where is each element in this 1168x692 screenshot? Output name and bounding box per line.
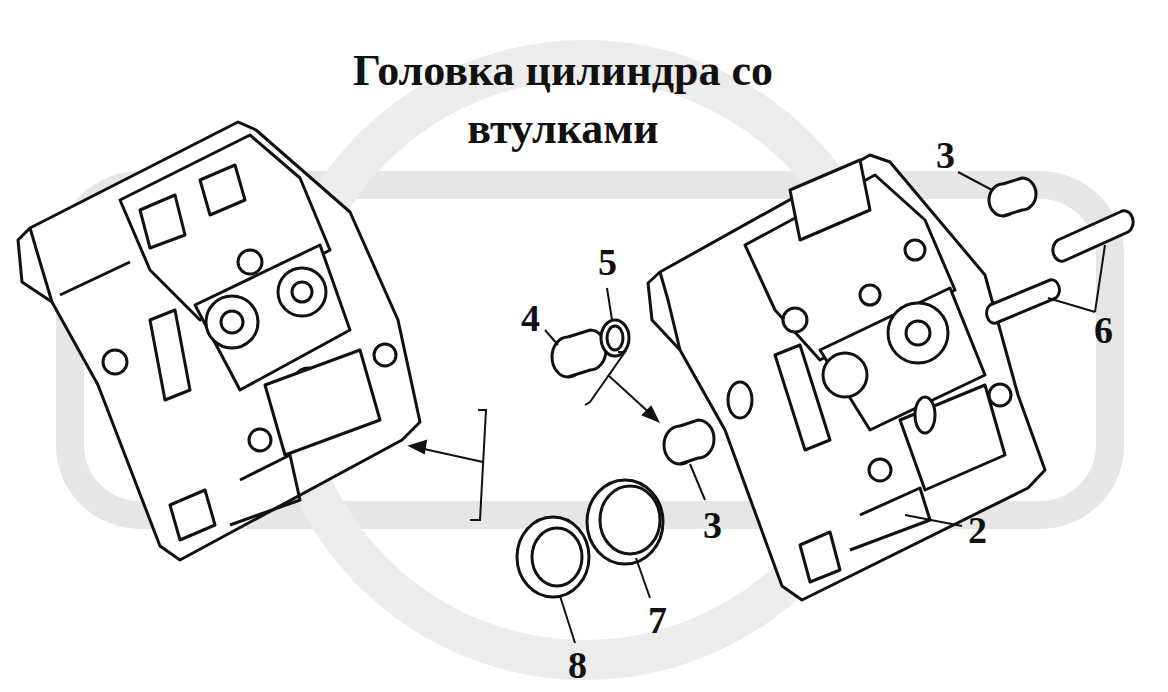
assembly-brackets bbox=[410, 352, 658, 520]
drawing-part bbox=[775, 345, 830, 450]
drawing-part bbox=[869, 459, 891, 481]
drawing-part bbox=[532, 528, 582, 586]
drawing-part bbox=[728, 382, 752, 418]
drawing-part bbox=[680, 420, 714, 464]
drawing-part bbox=[601, 320, 629, 356]
callout-number: 3 bbox=[934, 135, 957, 175]
drawing-part bbox=[221, 311, 243, 333]
drawing-part bbox=[888, 303, 948, 363]
drawing-part bbox=[103, 350, 127, 374]
drawing-part bbox=[1048, 298, 1095, 312]
drawing-part bbox=[170, 490, 215, 540]
drawing-part bbox=[905, 240, 925, 260]
drawing-part bbox=[1003, 178, 1036, 216]
drawing-part bbox=[545, 330, 558, 345]
drawing-part bbox=[585, 352, 625, 405]
drawing-part bbox=[265, 350, 380, 455]
drawing-part bbox=[292, 282, 312, 302]
drawing-part bbox=[915, 397, 935, 433]
drawing-part bbox=[206, 296, 258, 348]
drawing-part bbox=[249, 429, 271, 451]
callout-number: 8 bbox=[566, 645, 589, 685]
drawing-part bbox=[800, 532, 840, 582]
drawing-part bbox=[560, 596, 575, 643]
drawing-part bbox=[60, 262, 130, 295]
leader-lines bbox=[545, 172, 1105, 643]
drawing-part bbox=[587, 480, 663, 564]
drawing-part bbox=[987, 280, 1060, 323]
drawing-part bbox=[906, 321, 930, 345]
drawing-part bbox=[140, 195, 185, 248]
drawing-part bbox=[783, 308, 807, 332]
drawing-part bbox=[410, 441, 426, 453]
callout-number: 5 bbox=[596, 242, 619, 282]
drawing-part bbox=[823, 353, 867, 397]
diagram-title: Головка цилиндра со втулками bbox=[303, 42, 823, 158]
drawing-part bbox=[517, 517, 589, 597]
drawing-part bbox=[850, 488, 930, 550]
drawing-part bbox=[278, 268, 326, 316]
drawing-part bbox=[643, 407, 658, 421]
callout-number: 7 bbox=[646, 600, 669, 640]
callout-number: 2 bbox=[966, 510, 989, 550]
drawing-part bbox=[958, 172, 992, 190]
drawing-part bbox=[905, 515, 962, 526]
drawing-part bbox=[18, 122, 420, 560]
drawing-part bbox=[470, 410, 486, 520]
drawing-part bbox=[989, 384, 1011, 406]
drawing-part bbox=[30, 228, 52, 302]
drawing-part bbox=[150, 310, 190, 400]
callout-number: 4 bbox=[519, 298, 542, 338]
drawing-part bbox=[1053, 211, 1133, 261]
callout-number: 3 bbox=[701, 505, 724, 545]
drawing-part bbox=[860, 285, 880, 305]
drawing-part bbox=[230, 455, 300, 525]
cylinder-head-left bbox=[18, 122, 420, 560]
drawing-part bbox=[1095, 245, 1105, 312]
drawing-part bbox=[690, 464, 705, 500]
drawing-part bbox=[790, 160, 870, 240]
drawing-part bbox=[607, 326, 623, 350]
cylinder-head-right bbox=[648, 155, 1045, 600]
drawing-part bbox=[607, 288, 612, 320]
drawing-part bbox=[600, 486, 660, 554]
drawing-part bbox=[900, 385, 1005, 490]
drawing-part bbox=[238, 250, 262, 274]
drawing-part bbox=[660, 272, 680, 350]
parts bbox=[517, 178, 1133, 597]
drawing-part bbox=[648, 155, 1045, 600]
drawing-part bbox=[374, 344, 396, 366]
drawing-part bbox=[636, 558, 650, 598]
callout-number: 6 bbox=[1092, 310, 1115, 350]
drawing-part bbox=[200, 165, 245, 215]
